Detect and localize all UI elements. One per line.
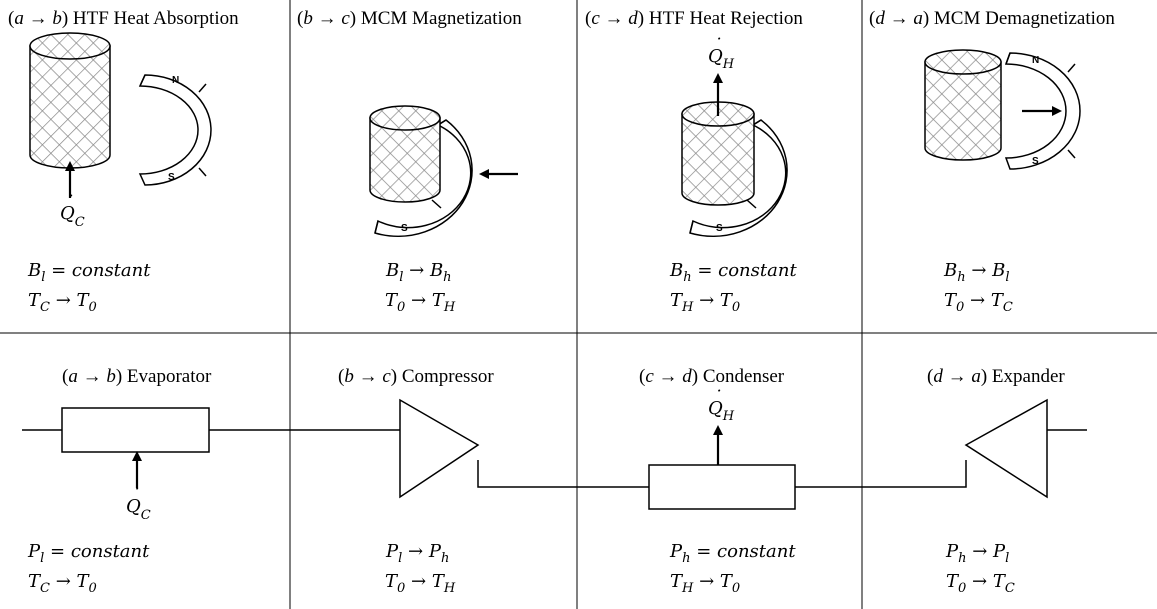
magnet-north-label: N — [1032, 55, 1039, 66]
panel-condenser: (c → d) Condenser QH ˙ Ph = constant TH … — [639, 366, 796, 596]
magnet-north-label: N — [172, 75, 179, 86]
condition-line-2: TC → T0 — [28, 571, 97, 596]
condition-line-1: Bh → Bl — [943, 260, 1010, 285]
compressor-symbol — [399, 398, 480, 499]
mcm-cylinder — [681, 101, 755, 206]
panel-compressor: (b → c) Compressor Pl → Ph T0 → TH — [338, 366, 494, 596]
panel-htf-heat-rejection: (c → d) HTF Heat Rejection QH ˙ S Bh = c… — [585, 8, 803, 315]
condenser-box — [648, 464, 796, 510]
condition-line-2: TH → T0 — [670, 290, 740, 315]
panel-evaporator: (a → b) Evaporator QC ˙ Pl = constant TC… — [27, 366, 212, 596]
heat-flow-label: QC — [126, 496, 151, 523]
evaporator-box — [61, 407, 210, 453]
panel-htf-heat-absorption: (a → b) HTF Heat Absorption N S QC ˙ Bl … — [8, 8, 239, 315]
heat-flow-dot: ˙ — [131, 485, 140, 506]
magnet-south-label: S — [1032, 156, 1039, 167]
step-heading: (b → c) Compressor — [338, 366, 494, 387]
step-heading: (a → b) Evaporator — [62, 366, 212, 387]
condition-line-1: Pl = constant — [27, 541, 150, 566]
magnet-south-label: S — [401, 223, 408, 234]
magnet-south-label: S — [716, 223, 723, 234]
mcm-cylinder — [369, 105, 441, 203]
magnet — [138, 74, 212, 186]
panel-mcm-demagnetization: (d → a) MCM Demagnetization N S Bh → Bl … — [869, 8, 1115, 315]
condition-line-2: T0 → TC — [944, 290, 1013, 315]
condition-line-2: TC → T0 — [28, 290, 97, 315]
mcm-cylinder — [924, 49, 1002, 161]
step-heading: (d → a) MCM Demagnetization — [869, 8, 1115, 29]
condition-line-1: Ph = constant — [669, 541, 796, 566]
condition-line-1: Bh = constant — [669, 260, 797, 285]
heat-flow-dot: ˙ — [713, 387, 722, 408]
heat-flow-label: QC — [60, 203, 85, 230]
step-heading: (c → d) HTF Heat Rejection — [585, 8, 803, 29]
step-heading: (a → b) HTF Heat Absorption — [8, 8, 239, 29]
condition-line-1: Pl → Ph — [385, 541, 449, 566]
magnet — [1004, 52, 1081, 170]
heat-flow-dot: ˙ — [713, 35, 722, 56]
step-heading: (d → a) Expander — [927, 366, 1065, 387]
expander-symbol — [964, 398, 1048, 499]
magnet — [374, 119, 473, 238]
condition-line-2: TH → T0 — [670, 571, 740, 596]
refrigerant-piping — [22, 429, 1087, 488]
condition-line-2: T0 → TH — [385, 571, 456, 596]
mcm-cylinder — [29, 32, 111, 169]
panel-expander: (d → a) Expander Ph → Pl T0 → TC — [927, 366, 1065, 596]
condition-line-1: Ph → Pl — [945, 541, 1009, 566]
condition-line-1: Bl = constant — [27, 260, 151, 285]
magnet-south-label: S — [168, 172, 175, 183]
heat-flow-label: QH — [708, 398, 735, 424]
panel-mcm-magnetization: (b → c) MCM Magnetization S Bl → Bh T0 →… — [297, 8, 522, 315]
heat-flow-label: QH — [708, 46, 735, 72]
step-heading: (c → d) Condenser — [639, 366, 785, 387]
condition-line-2: T0 → TH — [385, 290, 456, 315]
condition-line-2: T0 → TC — [946, 571, 1015, 596]
condition-line-1: Bl → Bh — [385, 260, 452, 285]
heat-flow-dot: ˙ — [65, 192, 74, 213]
step-heading: (b → c) MCM Magnetization — [297, 8, 522, 29]
